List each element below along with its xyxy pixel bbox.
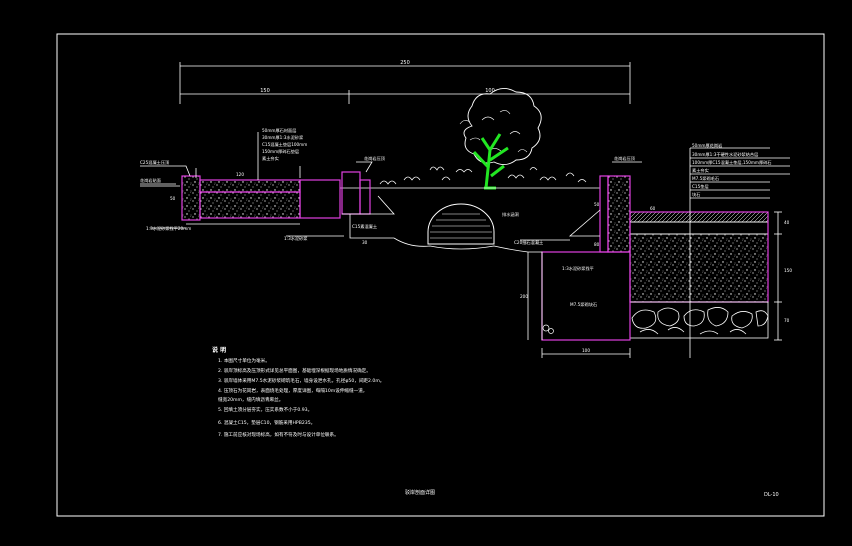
label-culvert: 排水涵洞 <box>502 211 519 218</box>
label-foundation: M7.5浆砌块石 <box>570 301 597 308</box>
tree-icon <box>459 88 542 190</box>
dim-30: 30 <box>362 240 368 245</box>
label-block-mid-low: 1:3水泥砂浆 <box>284 235 308 242</box>
label-left-bottom: 1:3水泥砂浆找平20mm <box>146 225 191 232</box>
note-5: 5. 回填土须分层夯实，压实系数不小于0.93。 <box>218 406 312 413</box>
label-mid-right: 花岗岩压顶 <box>364 155 386 162</box>
right-wall-section <box>568 175 769 339</box>
overall-dimension-label: 250 <box>400 60 410 66</box>
label-right-side: C20细石混凝土 <box>514 239 543 246</box>
legend-item-3: 素土夯实 <box>692 167 709 174</box>
foundation-block <box>528 251 631 358</box>
dim-120: 120 <box>236 172 244 177</box>
left-wall-section <box>181 166 341 225</box>
label-mid-stack-3: 150mm厚碎石垫层 <box>262 148 299 155</box>
overall-dimension: 250 150 100 <box>179 60 631 104</box>
dimension-right-label: 100 <box>485 88 495 94</box>
dim-40: 40 <box>784 220 790 225</box>
dim-50b: 50 <box>594 202 600 207</box>
label-mid-stack-4: 素土夯实 <box>262 155 279 162</box>
legend-item-4: M7.5浆砌毛石 <box>692 175 719 182</box>
material-legend: 50mm厚花岗岩 30mm厚1:3干硬性水泥砂浆结合层 100mm厚C15混凝土… <box>689 142 790 200</box>
right-dimensions: 40 150 70 200 100 50 60 80 50 30 120 <box>170 172 792 358</box>
dim-70: 70 <box>784 318 790 323</box>
legend-item-0: 50mm厚花岗岩 <box>692 142 722 149</box>
culvert-icon <box>393 203 529 253</box>
label-right-low: 1:3水泥砂浆找平 <box>562 265 594 272</box>
dim-100: 100 <box>582 348 590 353</box>
legend-item-5: C15垫层 <box>692 183 709 190</box>
note-2: 3. 驳岸墙体采用M7.5水泥砂浆砌筑毛石，墙身设泄水孔，孔径φ50，间距2.0… <box>218 377 384 384</box>
note-6: 6. 混凝土C15，垫层C10，钢筋采用HPB235。 <box>218 419 315 426</box>
dim-200: 200 <box>520 294 528 299</box>
label-block-mid: C15素混凝土 <box>352 223 377 230</box>
label-left-side: 花岗岩贴面 <box>140 177 161 184</box>
dim-50a: 50 <box>170 196 176 201</box>
ground-line <box>140 185 600 189</box>
note-7: 7. 施工前应核对现场标高，如有不符及时与设计单位联系。 <box>218 431 339 438</box>
section-labels: C25混凝土压顶 花岗岩贴面 1:3水泥砂浆找平20mm 50mm厚石材面层 3… <box>140 127 642 308</box>
label-mid-stack-2: C15混凝土垫层100mm <box>262 141 307 148</box>
middle-wall-section <box>341 171 395 239</box>
drawing-title: 驳岸剖面详图 <box>405 489 435 496</box>
legend-item-1: 30mm厚1:3干硬性水泥砂浆结合层 <box>692 151 758 158</box>
label-left-top: C25混凝土压顶 <box>140 159 170 166</box>
note-3: 4. 压顶石为花岗岩，表面烧毛处理，厚度详图，每隔10m设伸缩缝一道， <box>218 387 367 394</box>
legend-item-6: 块石 <box>692 191 700 198</box>
label-mid-stack-0: 50mm厚石材面层 <box>262 127 296 134</box>
note-4: 缝宽20mm，缝内填沥青麻丝。 <box>218 396 283 403</box>
note-1: 2. 驳岸顶标高及压顶形式详见总平面图，基础埋深根据现场地质情况确定。 <box>218 367 371 374</box>
dim-150: 150 <box>784 268 792 273</box>
dim-80: 80 <box>594 242 600 247</box>
dim-60: 60 <box>650 206 656 211</box>
shrub-row <box>379 166 587 185</box>
notes-block: 说 明 1. 本图尺寸单位为毫米。 2. 驳岸顶标高及压顶形式详见总平面图，基础… <box>212 346 384 438</box>
legend-item-2: 100mm厚C15混凝土垫层,150mm厚碎石 <box>692 159 772 166</box>
sheet-number: DL-10 <box>764 492 779 498</box>
label-mid-stack-1: 30mm厚1:3水泥砂浆 <box>262 134 304 141</box>
note-0: 1. 本图尺寸单位为毫米。 <box>218 357 270 364</box>
notes-header: 说 明 <box>212 346 226 354</box>
drawing-frame <box>56 33 825 517</box>
label-right-top: 花岗岩压顶 <box>614 155 636 162</box>
dimension-left-label: 150 <box>260 88 270 94</box>
